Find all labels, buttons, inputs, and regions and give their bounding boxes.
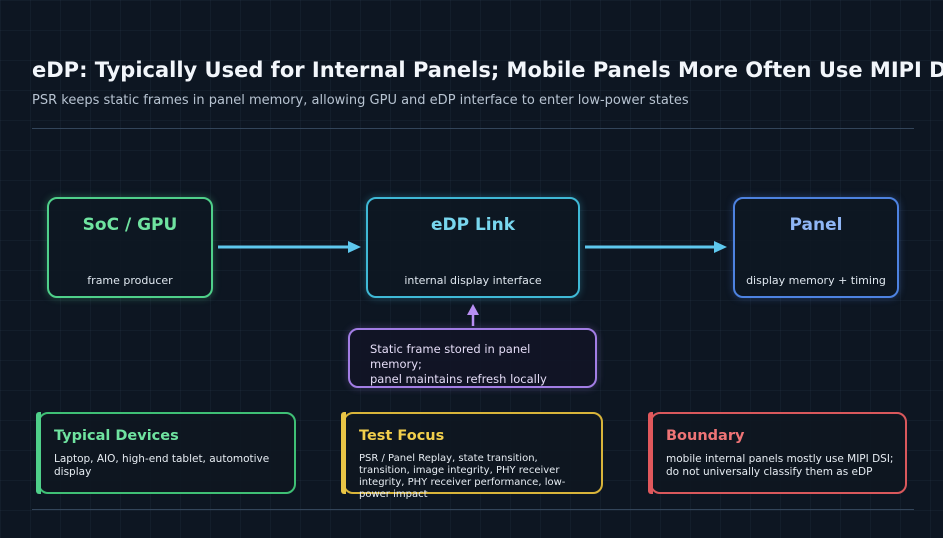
- arrow-callout-to-edp: [467, 304, 479, 326]
- psr-callout: Static frame stored in panel memory; pan…: [348, 328, 597, 388]
- top-divider: [32, 128, 914, 129]
- card-typical-devices-title: Typical Devices: [54, 428, 179, 444]
- card-accent-bar: [341, 412, 346, 494]
- arrow-soc-to-edp: [218, 241, 361, 253]
- card-typical-devices: Typical Devices Laptop, AIO, high-end ta…: [36, 412, 296, 494]
- card-accent-bar: [36, 412, 41, 494]
- node-soc-gpu: SoC / GPU frame producer: [47, 197, 213, 298]
- psr-callout-line-2: panel maintains refresh locally: [370, 372, 547, 386]
- card-accent-bar: [648, 412, 653, 494]
- node-soc-gpu-title: SoC / GPU: [82, 215, 178, 235]
- page-title: eDP: Typically Used for Internal Panels;…: [32, 58, 943, 82]
- card-test-focus-body: PSR / Panel Replay, state transition, tr…: [359, 453, 566, 500]
- node-edp-link-subtitle: internal display interface: [404, 274, 542, 287]
- node-panel-title: Panel: [789, 215, 843, 235]
- bottom-divider: [32, 509, 914, 510]
- page-subtitle: PSR keeps static frames in panel memory,…: [32, 93, 689, 108]
- card-typical-devices-body: Laptop, AIO, high-end tablet, automotive…: [54, 453, 270, 478]
- node-edp-link: eDP Link internal display interface: [366, 197, 580, 298]
- psr-callout-line-1: Static frame stored in panel memory;: [370, 342, 531, 371]
- card-boundary-body: mobile internal panels mostly use MIPI D…: [666, 453, 894, 478]
- node-soc-gpu-subtitle: frame producer: [87, 274, 173, 287]
- node-edp-link-title: eDP Link: [430, 215, 516, 235]
- node-panel-subtitle: display memory + timing: [746, 274, 886, 287]
- card-test-focus: Test Focus PSR / Panel Replay, state tra…: [341, 412, 603, 500]
- card-boundary: Boundary mobile internal panels mostly u…: [648, 412, 907, 494]
- card-boundary-title: Boundary: [666, 428, 745, 444]
- node-panel: Panel display memory + timing: [733, 197, 899, 298]
- arrow-edp-to-panel: [585, 241, 727, 253]
- card-test-focus-title: Test Focus: [359, 428, 445, 444]
